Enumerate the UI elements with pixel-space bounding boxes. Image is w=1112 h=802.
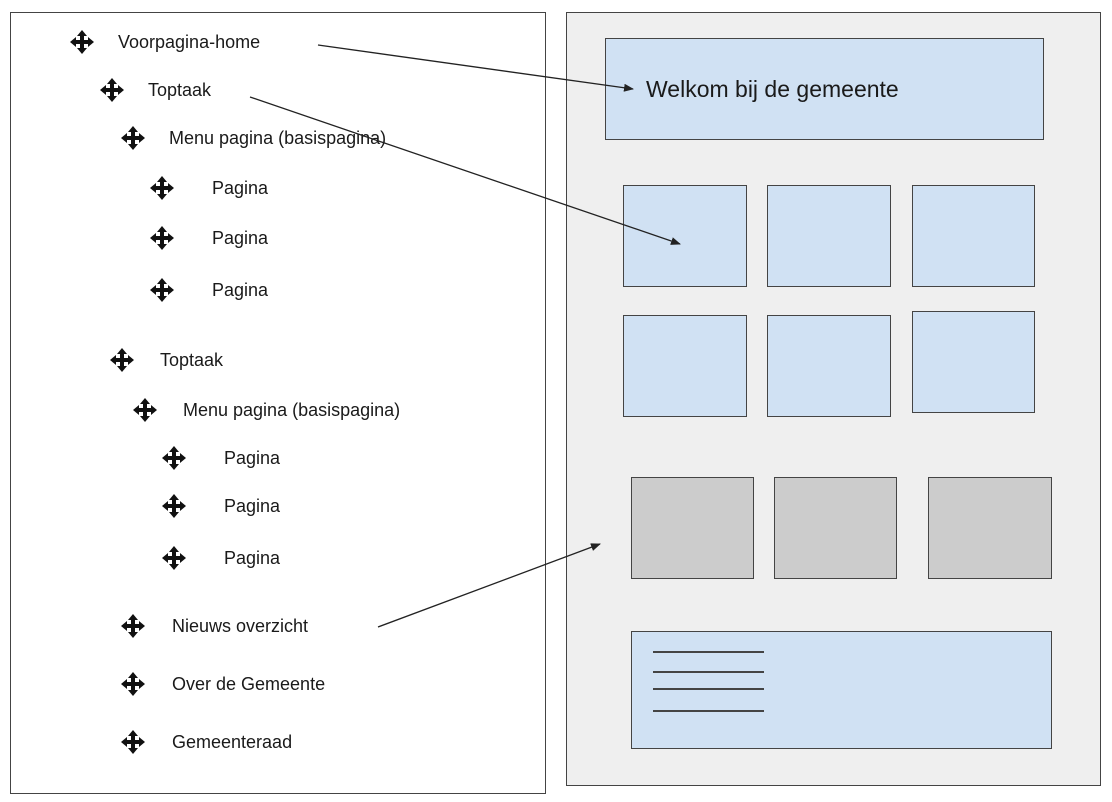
sitemap-item-pagina[interactable]: Pagina	[160, 544, 280, 572]
move-icon	[68, 28, 96, 56]
move-icon	[160, 492, 188, 520]
toptaak-tile	[767, 185, 891, 287]
sitemap-item-pagina[interactable]: Pagina	[148, 224, 268, 252]
move-icon	[108, 346, 136, 374]
news-tile	[928, 477, 1052, 579]
sitemap-item-home[interactable]: Voorpagina-home	[68, 28, 260, 56]
text-line	[653, 671, 764, 673]
sitemap-item-pagina[interactable]: Pagina	[160, 444, 280, 472]
sitemap-item-menu-2[interactable]: Menu pagina (basispagina)	[131, 396, 400, 424]
sitemap-item-toptaak-2[interactable]: Toptaak	[108, 346, 223, 374]
sitemap-item-toptaak-1[interactable]: Toptaak	[98, 76, 211, 104]
move-icon	[131, 396, 159, 424]
toptaak-tile	[623, 185, 747, 287]
sitemap-item-over[interactable]: Over de Gemeente	[119, 670, 325, 698]
footer-block	[631, 631, 1052, 749]
sitemap-item-menu-1[interactable]: Menu pagina (basispagina)	[119, 124, 386, 152]
sitemap-item-pagina[interactable]: Pagina	[148, 276, 268, 304]
move-icon	[98, 76, 126, 104]
move-icon	[148, 224, 176, 252]
sitemap-item-nieuws[interactable]: Nieuws overzicht	[119, 612, 308, 640]
toptaak-tile	[912, 185, 1035, 287]
welcome-heading: Welkom bij de gemeente	[646, 76, 899, 102]
sitemap-item-pagina[interactable]: Pagina	[148, 174, 268, 202]
move-icon	[119, 124, 147, 152]
news-tile	[631, 477, 754, 579]
text-line	[653, 710, 764, 712]
move-icon	[160, 544, 188, 572]
move-icon	[148, 276, 176, 304]
toptaak-tile	[623, 315, 747, 417]
move-icon	[119, 670, 147, 698]
sitemap-item-gemeenteraad[interactable]: Gemeenteraad	[119, 728, 292, 756]
toptaak-tile	[767, 315, 891, 417]
move-icon	[160, 444, 188, 472]
toptaak-tile	[912, 311, 1035, 413]
move-icon	[119, 728, 147, 756]
sitemap-item-pagina[interactable]: Pagina	[160, 492, 280, 520]
text-line	[653, 651, 764, 653]
text-line	[653, 688, 764, 690]
move-icon	[119, 612, 147, 640]
news-tile	[774, 477, 897, 579]
move-icon	[148, 174, 176, 202]
